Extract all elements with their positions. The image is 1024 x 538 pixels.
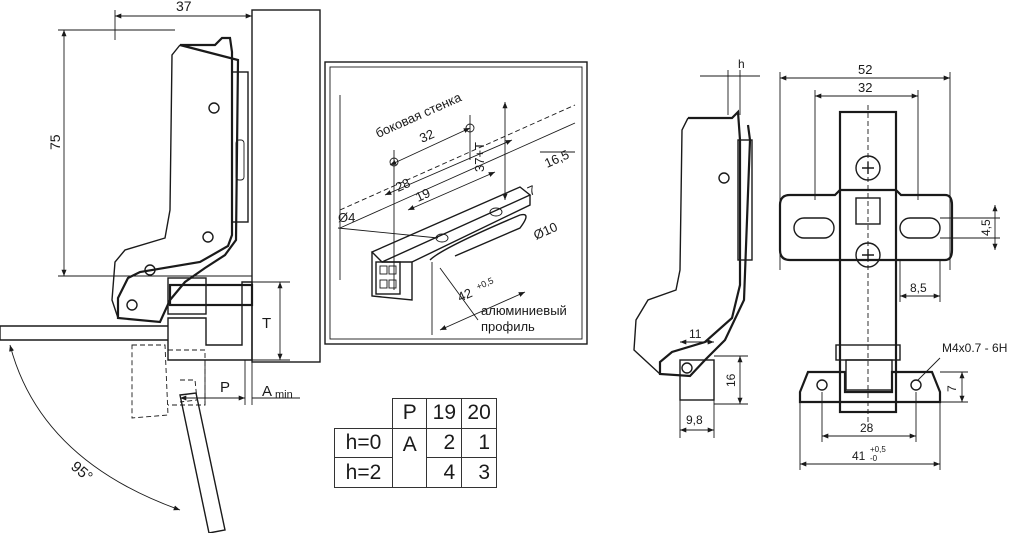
dim-37-label: 37 bbox=[176, 0, 192, 14]
table-row-label: h=2 bbox=[334, 457, 393, 488]
detail-dim-d4: Ø4 bbox=[338, 210, 355, 225]
dim-a-sub-label: min bbox=[275, 389, 293, 401]
table-row-label: h=0 bbox=[334, 427, 393, 459]
table-row: h=0 A 2 1 bbox=[334, 427, 497, 489]
base-block bbox=[798, 370, 942, 404]
hinge-cup bbox=[168, 283, 254, 307]
detail-dim-d10: Ø10 bbox=[531, 219, 560, 243]
detail-dim-165: 16,5 bbox=[542, 147, 571, 171]
profile-top bbox=[370, 186, 532, 263]
right-side-view: h 11 16 9,8 bbox=[633, 57, 760, 438]
dim-85-label: 8,5 bbox=[910, 281, 927, 295]
table-corner bbox=[334, 398, 393, 429]
dim-75-label: 75 bbox=[47, 134, 63, 150]
hinge-arm bbox=[116, 36, 240, 324]
dim-t-label: T bbox=[262, 315, 271, 332]
detail-dim-37t: 37+T bbox=[472, 142, 487, 172]
dim-11-label: 11 bbox=[689, 327, 702, 341]
front-dim-28-label: 28 bbox=[860, 421, 874, 435]
mounting-plate bbox=[778, 188, 954, 262]
dim-32-label: 32 bbox=[858, 80, 872, 95]
aluminium-profile bbox=[167, 281, 253, 361]
table-header-row: P 19 20 bbox=[334, 398, 497, 429]
table-cell: 1 bbox=[461, 427, 497, 459]
dim-98-label: 9,8 bbox=[686, 413, 703, 427]
dim-16-label: 16 bbox=[724, 373, 738, 387]
clearance-table: P 19 20 h=0 A 2 1 h=2 4 3 bbox=[334, 398, 497, 489]
detail-dim-19: 19 bbox=[413, 185, 432, 205]
front-dim-41-label: 41 bbox=[852, 449, 866, 463]
front-view: 52 32 4,5 8,5 M4x0.7 - 6H bbox=[778, 62, 1007, 470]
table-cell: 2 bbox=[426, 427, 463, 459]
dim-52-label: 52 bbox=[858, 62, 872, 77]
table-cell: 3 bbox=[461, 457, 497, 488]
left-hinge-view: 37 75 95° T bbox=[0, 0, 321, 534]
table-header-cell: P bbox=[391, 398, 428, 429]
table-cell: 4 bbox=[426, 457, 463, 488]
side-arm bbox=[658, 109, 752, 378]
profile-label-2: профиль bbox=[481, 319, 535, 334]
detail-view: боковая стенка 32 37+T 16,5 28 19 7 Ø4 bbox=[324, 61, 588, 345]
detail-dim-32: 32 bbox=[417, 126, 436, 146]
table-header-cell: 20 bbox=[461, 398, 497, 429]
dim-45-label: 4,5 bbox=[979, 219, 993, 236]
profile-label-1: алюминиевый bbox=[481, 303, 567, 318]
dim-h-label: h bbox=[738, 57, 745, 71]
detail-dim-28: 28 bbox=[393, 175, 412, 195]
cabinet-wall bbox=[251, 9, 321, 363]
detail-dim-42-tol: +0,5 bbox=[475, 275, 495, 291]
front-dim-7-label: 7 bbox=[945, 385, 959, 392]
table-header-cell: 19 bbox=[426, 398, 463, 429]
dim-p-label: P bbox=[220, 379, 230, 396]
detail-dim-42: 42 bbox=[455, 285, 474, 305]
front-dim-41-tol-dn: -0 bbox=[870, 454, 878, 463]
open-door bbox=[179, 392, 226, 534]
front-dim-41-tol-up: +0,5 bbox=[870, 445, 886, 454]
detail-frame bbox=[324, 61, 588, 345]
dim-a-label: A bbox=[262, 383, 272, 400]
thread-label: M4x0.7 - 6H bbox=[942, 341, 1007, 355]
table-cell: A bbox=[391, 427, 428, 489]
table-row: h=2 4 3 bbox=[334, 457, 497, 488]
angle-label: 95° bbox=[67, 458, 95, 486]
